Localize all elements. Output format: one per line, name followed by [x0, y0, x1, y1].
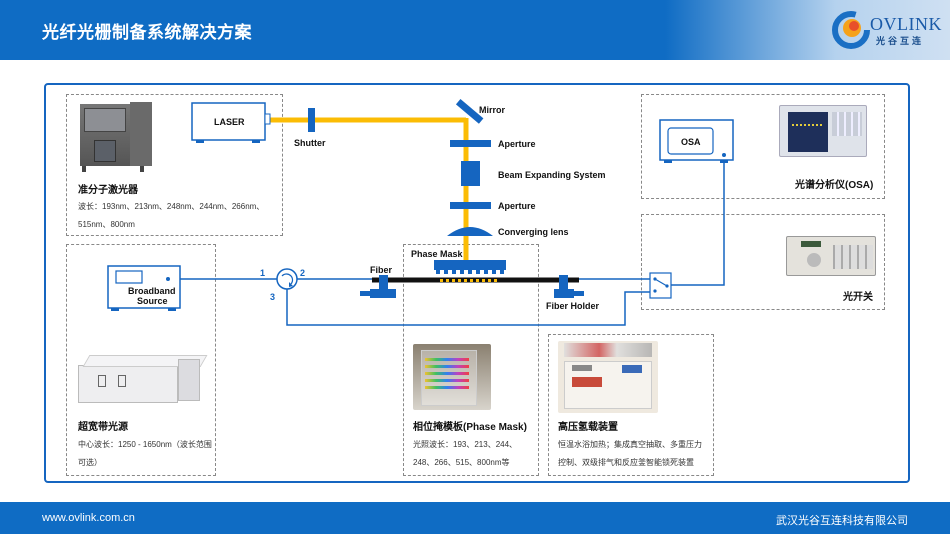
footer-bar: www.ovlink.com.cn 武汉光谷互连科技有限公司: [0, 502, 950, 534]
fiber-holder-label: Fiber Holder: [546, 301, 600, 311]
panel-optical-switch: [641, 214, 885, 310]
laser-label: LASER: [214, 117, 245, 127]
phase-mask-desc: 光照波长：193、213、244、248、266、515、800nm等: [413, 440, 518, 467]
broadband-source-desc: 中心波长：1250 - 1650nm（波长范围可选）: [78, 440, 212, 467]
panel-broadband-source: [66, 244, 216, 476]
shutter-icon: [308, 108, 315, 132]
header-bar: 光纤光栅制备系统解决方案 OVLINK 光谷互连: [0, 0, 950, 60]
circulator-icon: [276, 268, 298, 290]
website-link[interactable]: www.ovlink.com.cn: [42, 512, 135, 524]
fiber-holder-right-icon: [554, 275, 584, 298]
converging-lens-icon: [447, 227, 493, 236]
osa-panel-title: 光谱分析仪(OSA): [795, 180, 874, 191]
grating-marks: [440, 279, 497, 282]
aperture-bottom-label: Aperture: [498, 201, 536, 211]
hydrogen-loading-title: 高压氢载装置: [558, 422, 618, 433]
broadband-label-line2: Source: [137, 296, 168, 306]
broadband-label-line1: Broadband: [128, 286, 176, 296]
optical-switch-title: 光开关: [843, 292, 873, 303]
excimer-laser-desc: 波长：193nm、213nm、248nm、244nm、266nm、515nm、8…: [78, 202, 265, 229]
phase-mask-photo: [413, 344, 491, 410]
osa-label: OSA: [681, 137, 701, 147]
aperture-top-label: Aperture: [498, 139, 536, 149]
panel-osa: [641, 94, 885, 199]
broadband-source-title: 超宽带光源: [78, 422, 128, 433]
broadband-source-box: [107, 265, 181, 311]
excimer-laser-title: 准分子激光器: [78, 185, 138, 196]
circulator-port-3: 3: [270, 292, 276, 302]
company-logo: OVLINK 光谷互连: [832, 10, 942, 52]
page-title: 光纤光栅制备系统解决方案: [42, 23, 252, 42]
phase-mask-label: Phase Mask: [411, 249, 463, 259]
mirror-icon: [455, 99, 484, 124]
circulator-port-1: 1: [260, 268, 266, 278]
company-name: 武汉光谷互连科技有限公司: [776, 515, 908, 527]
circulator-return-line: [286, 288, 653, 326]
fiber-holder-left-icon: [360, 275, 396, 298]
beam-expander-label: Beam Expanding System: [498, 170, 606, 180]
osa-box: [659, 119, 734, 163]
fiber-label: Fiber: [370, 265, 393, 275]
hydrogen-loading-photo: [558, 341, 658, 413]
diagram-frame: [44, 83, 910, 483]
aperture-top-icon: [450, 140, 491, 147]
osa-photo: [779, 105, 867, 157]
phase-mask-icon: [434, 260, 506, 274]
shutter-label: Shutter: [294, 138, 326, 148]
converging-lens-label: Converging lens: [498, 227, 569, 237]
broadband-source-photo: [78, 355, 208, 407]
excimer-laser-photo: [80, 100, 152, 175]
hydrogen-loading-desc: 恒温水浴加热；集成真空抽取、多重压力控制、双级排气和反应釜智能锁死装置: [558, 440, 702, 467]
laser-box: [191, 102, 271, 143]
optical-switch-photo: [786, 236, 876, 276]
optical-switch-icon: [649, 272, 672, 299]
switch-to-osa-line: [668, 153, 725, 286]
panel-phase-mask: [403, 244, 539, 476]
panel-hydrogen-loading: [548, 334, 714, 476]
mirror-label: Mirror: [479, 105, 506, 115]
phase-mask-title: 相位掩模板(Phase Mask): [413, 422, 527, 433]
logo-subtext: 光谷互连: [876, 36, 925, 46]
logo-text: OVLINK: [870, 14, 942, 34]
beam-expander-icon: [461, 161, 480, 186]
logo-icon: [832, 11, 870, 49]
panel-excimer-laser: [66, 94, 283, 236]
aperture-bottom-icon: [450, 202, 491, 209]
circulator-port-2: 2: [300, 268, 306, 278]
